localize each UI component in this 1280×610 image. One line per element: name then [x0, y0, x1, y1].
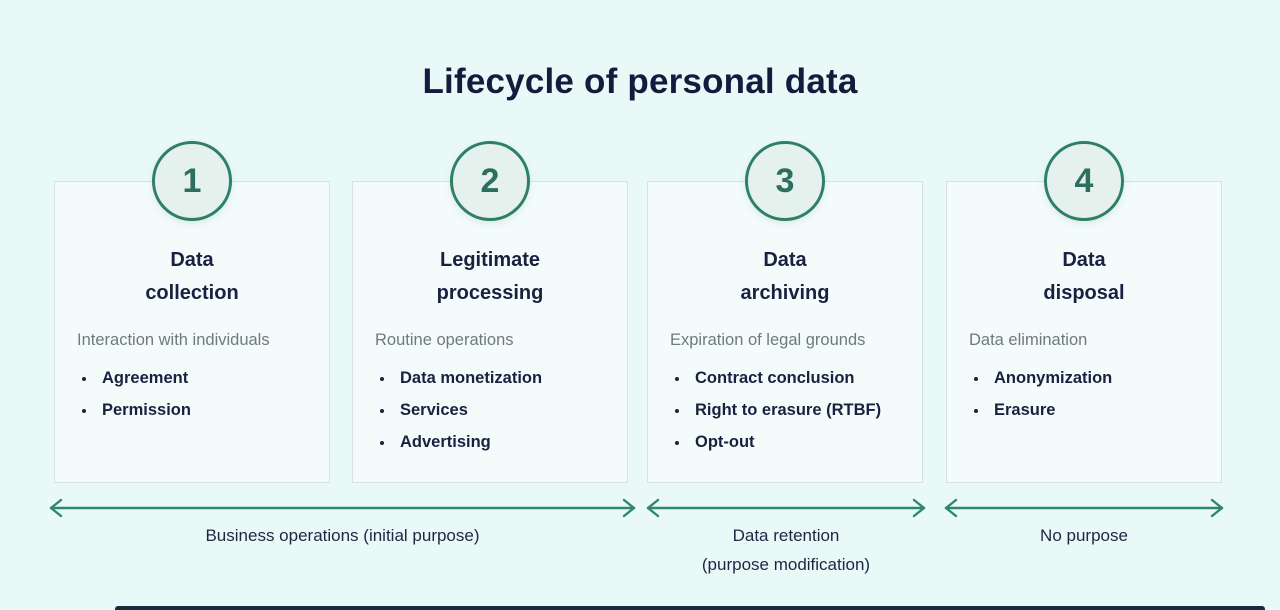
stage-card-legitimate-processing: 2 Legitimate processing Routine operatio…: [352, 141, 628, 483]
stage-number: 1: [182, 161, 202, 200]
bottom-edge-bar: [115, 606, 1265, 610]
stage-number-badge: 1: [152, 141, 232, 221]
stage-heading-line2: processing: [436, 282, 544, 304]
double-arrow-icon: [645, 498, 927, 518]
bullet-item: Agreement: [97, 362, 329, 394]
double-arrow-icon: [48, 498, 637, 518]
phase-label-line: Business operations (initial purpose): [205, 526, 480, 545]
stage-heading-line1: Data: [1062, 249, 1106, 271]
stage-heading-line2: archiving: [740, 282, 830, 304]
stage-number-badge: 2: [450, 141, 530, 221]
bullet-item: Contract conclusion: [690, 362, 922, 394]
page-title: Lifecycle of personal data: [422, 62, 858, 101]
phase-label-line: (purpose modification): [701, 555, 871, 574]
phase-label-data-retention: Data retention (purpose modification): [645, 521, 927, 579]
stage-subtitle: Interaction with individuals: [77, 331, 270, 349]
stage-number-badge: 4: [1044, 141, 1124, 221]
bullet-item: Erasure: [989, 394, 1221, 426]
stage-heading: Legitimate processing: [353, 244, 627, 310]
phase-label-line: No purpose: [1040, 526, 1128, 545]
stage-heading-line1: Legitimate: [439, 249, 541, 271]
stage-heading-line2: collection: [145, 282, 239, 304]
stage-card-data-disposal: 4 Data disposal Data elimination Anonymi…: [946, 141, 1222, 483]
bullet-item: Advertising: [395, 426, 627, 458]
bullet-item: Data monetization: [395, 362, 627, 394]
stage-bullet-list: Contract conclusion Right to erasure (RT…: [648, 362, 922, 458]
stage-heading: Data archiving: [648, 244, 922, 310]
stage-heading: Data collection: [55, 244, 329, 310]
stage-card-data-collection: 1 Data collection Interaction with indiv…: [54, 141, 330, 483]
bullet-item: Opt-out: [690, 426, 922, 458]
stage-heading: Data disposal: [947, 244, 1221, 310]
stage-heading-line1: Data: [763, 249, 807, 271]
stage-subtitle: Routine operations: [375, 331, 514, 349]
phase-label-business-operations: Business operations (initial purpose): [48, 521, 637, 550]
bullet-item: Right to erasure (RTBF): [690, 394, 922, 426]
phase-label-line: Data retention: [732, 526, 840, 545]
bullet-item: Services: [395, 394, 627, 426]
stage-number: 2: [480, 161, 500, 200]
bullet-item: Anonymization: [989, 362, 1221, 394]
stage-heading-line2: disposal: [1043, 282, 1125, 304]
bullet-item: Permission: [97, 394, 329, 426]
stage-heading-line1: Data: [170, 249, 214, 271]
stage-bullet-list: Data monetization Services Advertising: [353, 362, 627, 458]
phase-label-no-purpose: No purpose: [943, 521, 1225, 550]
stage-number: 3: [775, 161, 795, 200]
stage-card-data-archiving: 3 Data archiving Expiration of legal gro…: [647, 141, 923, 483]
double-arrow-icon: [943, 498, 1225, 518]
stage-number-badge: 3: [745, 141, 825, 221]
stage-bullet-list: Agreement Permission: [55, 362, 329, 426]
stage-number: 4: [1074, 161, 1094, 200]
stage-subtitle: Expiration of legal grounds: [670, 331, 866, 349]
stage-bullet-list: Anonymization Erasure: [947, 362, 1221, 426]
stage-subtitle: Data elimination: [969, 331, 1088, 349]
